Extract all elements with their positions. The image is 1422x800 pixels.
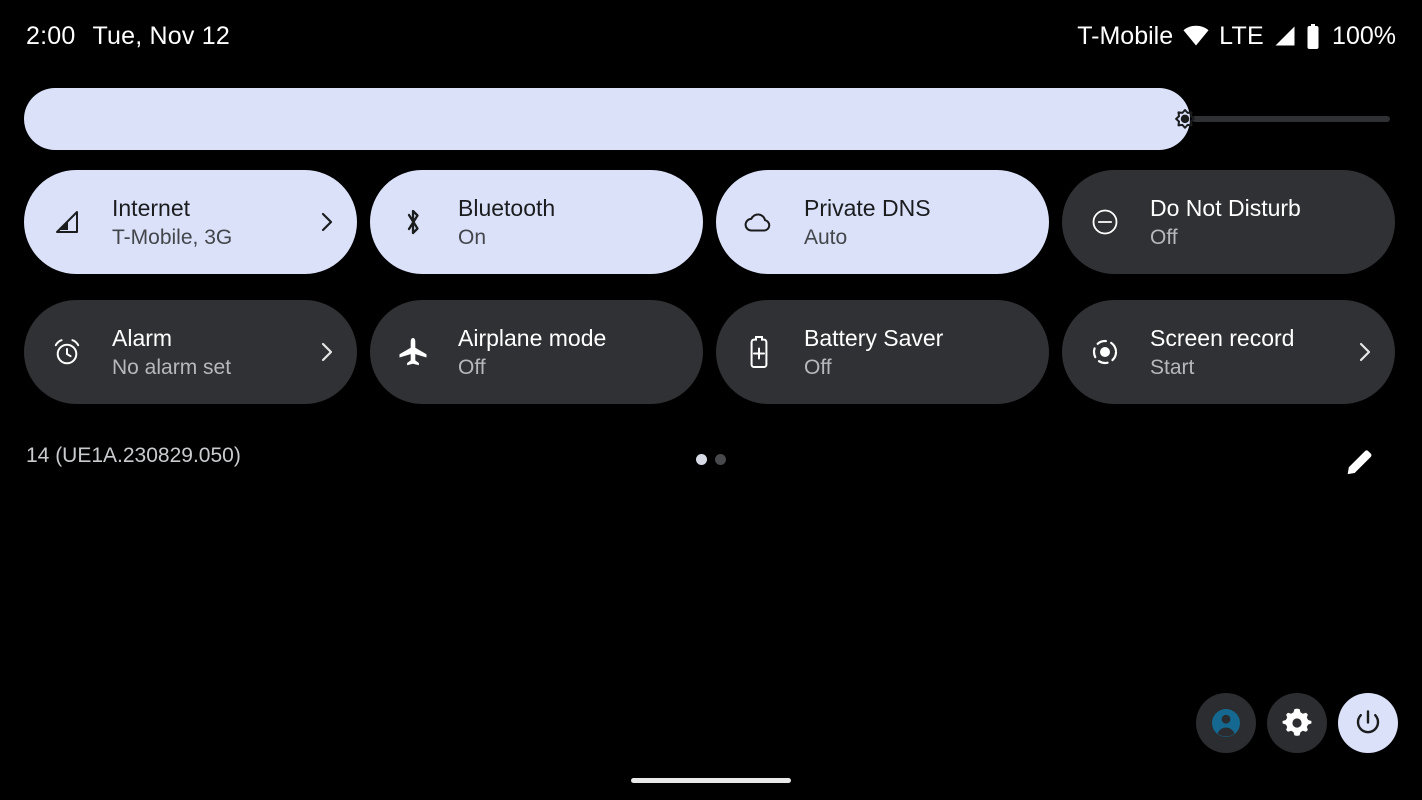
tile-alarm-text: Alarm No alarm set bbox=[112, 325, 317, 380]
tile-battery-saver-text: Battery Saver Off bbox=[804, 325, 1029, 380]
status-clock: 2:00 bbox=[26, 21, 76, 50]
chevron-right-icon[interactable] bbox=[317, 209, 337, 235]
tile-airplane-mode[interactable]: Airplane mode Off bbox=[370, 300, 703, 404]
tile-title: Internet bbox=[112, 194, 190, 221]
tile-airplane-mode-text: Airplane mode Off bbox=[458, 325, 683, 380]
tile-do-not-disturb-text: Do Not Disturb Off bbox=[1150, 195, 1375, 250]
edit-tiles-button[interactable] bbox=[1344, 443, 1378, 477]
tile-title: Screen record bbox=[1150, 324, 1295, 351]
chevron-right-icon[interactable] bbox=[317, 339, 337, 365]
network-type-label: LTE bbox=[1219, 21, 1265, 50]
tile-do-not-disturb[interactable]: Do Not Disturb Off bbox=[1062, 170, 1395, 274]
brightness-track[interactable] bbox=[1192, 116, 1390, 122]
footer-action-buttons bbox=[1196, 693, 1398, 753]
home-indicator[interactable] bbox=[631, 778, 791, 783]
page-dot-2[interactable] bbox=[715, 454, 726, 465]
tile-bluetooth[interactable]: Bluetooth On bbox=[370, 170, 703, 274]
account-circle-icon bbox=[1209, 706, 1243, 740]
status-bar-right: T-Mobile LTE 100% bbox=[1077, 22, 1396, 51]
power-icon bbox=[1353, 708, 1383, 738]
alarm-clock-icon bbox=[50, 335, 84, 369]
tile-screen-record[interactable]: Screen record Start bbox=[1062, 300, 1395, 404]
page-indicator[interactable] bbox=[696, 454, 726, 465]
airplane-icon bbox=[396, 335, 430, 369]
tile-battery-saver[interactable]: Battery Saver Off bbox=[716, 300, 1049, 404]
tile-subtitle: Off bbox=[804, 355, 832, 379]
tile-internet-text: Internet T-Mobile, 3G bbox=[112, 195, 317, 250]
mobile-signal-icon bbox=[1274, 25, 1296, 47]
tile-subtitle: On bbox=[458, 225, 487, 249]
settings-button[interactable] bbox=[1267, 693, 1327, 753]
do-not-disturb-icon bbox=[1088, 205, 1122, 239]
tile-subtitle: Auto bbox=[804, 225, 848, 249]
tile-private-dns[interactable]: Private DNS Auto bbox=[716, 170, 1049, 274]
tile-subtitle: Off bbox=[458, 355, 486, 379]
quick-settings-tiles: Internet T-Mobile, 3G Bluetooth On bbox=[24, 170, 1398, 404]
power-button[interactable] bbox=[1338, 693, 1398, 753]
tile-subtitle: Off bbox=[1150, 225, 1178, 249]
battery-percent-label: 100% bbox=[1332, 21, 1396, 50]
tile-title: Private DNS bbox=[804, 194, 931, 221]
status-date: Tue, Nov 12 bbox=[92, 21, 230, 50]
tile-title: Do Not Disturb bbox=[1150, 194, 1301, 221]
quick-settings-footer: 14 (UE1A.230829.050) bbox=[0, 438, 1422, 478]
carrier-label: T-Mobile bbox=[1077, 21, 1174, 50]
brightness-icon bbox=[1170, 104, 1200, 134]
record-icon bbox=[1088, 335, 1122, 369]
tile-bluetooth-text: Bluetooth On bbox=[458, 195, 683, 250]
brightness-slider[interactable] bbox=[24, 88, 1398, 150]
battery-icon bbox=[1306, 23, 1320, 49]
cloud-icon bbox=[742, 205, 776, 239]
tile-title: Battery Saver bbox=[804, 324, 944, 351]
tile-title: Bluetooth bbox=[458, 194, 556, 221]
tile-internet[interactable]: Internet T-Mobile, 3G bbox=[24, 170, 357, 274]
wifi-icon bbox=[1183, 25, 1209, 47]
tile-title: Airplane mode bbox=[458, 324, 607, 351]
tile-private-dns-text: Private DNS Auto bbox=[804, 195, 1029, 250]
status-bar: 2:00 Tue, Nov 12 T-Mobile LTE 100% bbox=[0, 0, 1422, 72]
tile-subtitle: Start bbox=[1150, 355, 1195, 379]
tile-screen-record-text: Screen record Start bbox=[1150, 325, 1355, 380]
build-number-label: 14 (UE1A.230829.050) bbox=[26, 444, 241, 467]
tile-alarm[interactable]: Alarm No alarm set bbox=[24, 300, 357, 404]
battery-plus-icon bbox=[742, 335, 776, 369]
brightness-fill[interactable] bbox=[24, 88, 1190, 150]
tile-subtitle: T-Mobile, 3G bbox=[112, 225, 233, 249]
chevron-right-icon[interactable] bbox=[1355, 339, 1375, 365]
user-switcher-button[interactable] bbox=[1196, 693, 1256, 753]
gear-icon bbox=[1281, 707, 1313, 739]
page-dot-1[interactable] bbox=[696, 454, 707, 465]
pencil-icon bbox=[1344, 450, 1378, 481]
tile-title: Alarm bbox=[112, 324, 173, 351]
tile-subtitle: No alarm set bbox=[112, 355, 232, 379]
bluetooth-icon bbox=[396, 205, 430, 239]
status-bar-left: 2:00 Tue, Nov 12 bbox=[26, 22, 230, 51]
signal-bars-icon bbox=[50, 205, 84, 239]
